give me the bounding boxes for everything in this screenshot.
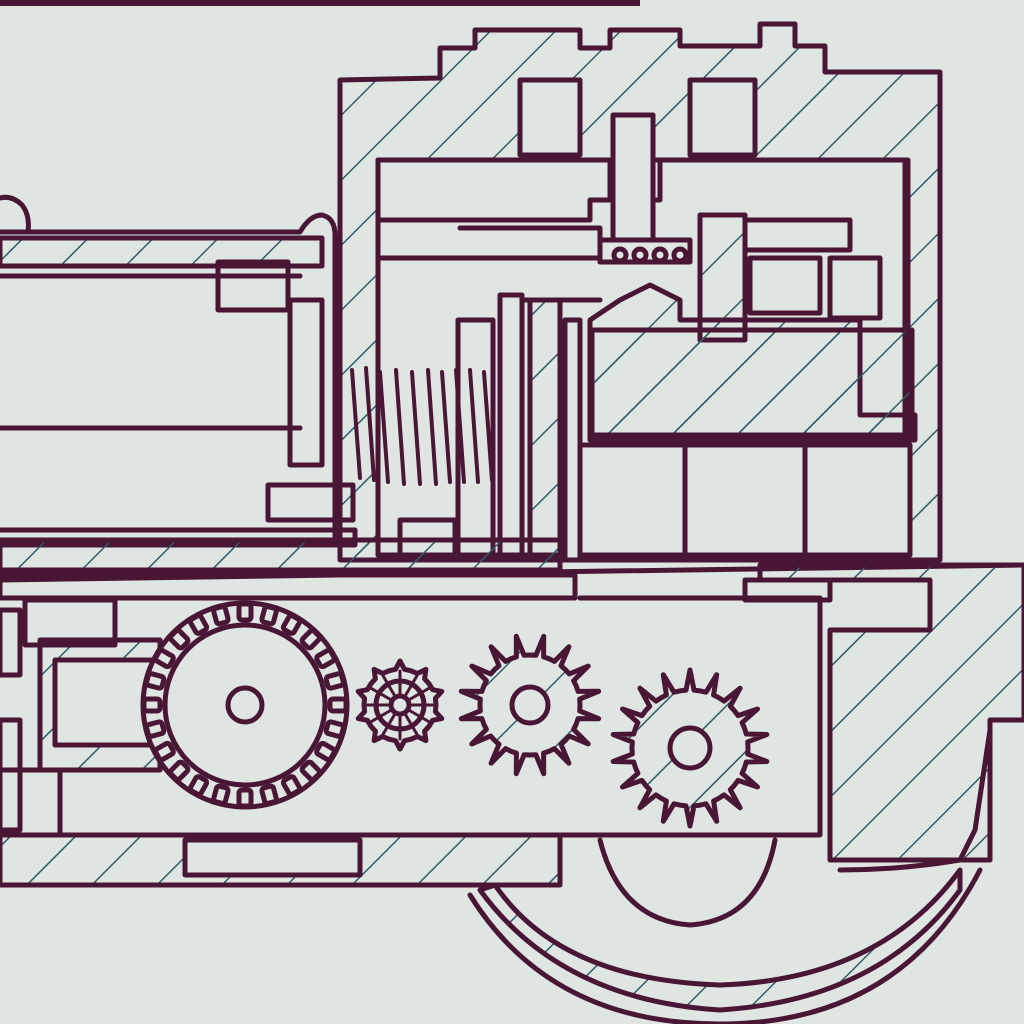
large-spur-gear-tooth-slot — [211, 604, 231, 627]
large-spur-gear-tooth-slot — [259, 604, 279, 627]
idler-gear — [458, 633, 602, 777]
pinion-gear-spoke — [403, 712, 419, 736]
large-spur-gear-tooth-slot — [144, 671, 167, 691]
large-spur-gear-tooth-slot — [280, 774, 303, 797]
large-spur-gear-tooth-slot — [187, 613, 210, 636]
pinion-gear-spoke — [407, 708, 431, 724]
large-spur-gear-hub — [225, 685, 265, 725]
large-spur-gear-tooth-slot — [314, 740, 337, 763]
large-spur-gear-tooth-slot — [236, 601, 254, 623]
motor-block — [577, 212, 918, 558]
pinion-gear-spoke — [381, 712, 397, 736]
large-spur-gear-body — [162, 622, 328, 788]
large-spur-gear-tooth-slot — [187, 774, 210, 797]
shaft-tube — [0, 194, 563, 573]
pinion-gear-spoke — [369, 686, 393, 702]
pinion-gear-hub — [388, 693, 412, 717]
gear-train — [140, 600, 770, 829]
large-spur-gear-tooth-slot — [323, 671, 346, 691]
large-spur-gear-tooth-slot — [259, 783, 279, 806]
large-spur-gear-tooth-slot — [327, 696, 349, 714]
pinion-gear-spoke — [407, 686, 431, 702]
pinion-gear-spoke — [381, 674, 397, 698]
large-spur-gear-tooth-slot — [299, 628, 322, 651]
pinion-gear-spoke — [403, 674, 419, 698]
large-spur-gear-tooth-slot — [280, 613, 303, 636]
large-spur-gear — [140, 600, 350, 810]
pinion-gear-spoke — [369, 708, 393, 724]
large-spur-gear-tooth-slot — [153, 647, 176, 670]
clutch-plates — [397, 292, 603, 563]
large-spur-gear-tooth-slot — [299, 759, 322, 782]
large-spur-gear-tooth-slot — [144, 719, 167, 739]
coil-spring — [350, 366, 494, 486]
base-rail — [0, 562, 1024, 888]
large-spur-gear-tooth-slot — [211, 783, 231, 806]
pinion-gear — [355, 658, 445, 752]
large-spur-gear-tooth-slot — [153, 740, 176, 763]
large-spur-gear-tooth-slot — [236, 787, 254, 809]
large-spur-gear-tooth-slot — [168, 628, 191, 651]
large-spur-gear-tooth-slot — [314, 647, 337, 670]
large-spur-gear-tooth-slot — [168, 759, 191, 782]
output-gear-hub — [667, 725, 713, 771]
large-spur-gear-tooth-slot — [323, 719, 346, 739]
large-spur-gear-tooth-slot — [141, 696, 163, 714]
output-gear — [610, 667, 770, 829]
idler-gear-hub — [509, 684, 551, 726]
